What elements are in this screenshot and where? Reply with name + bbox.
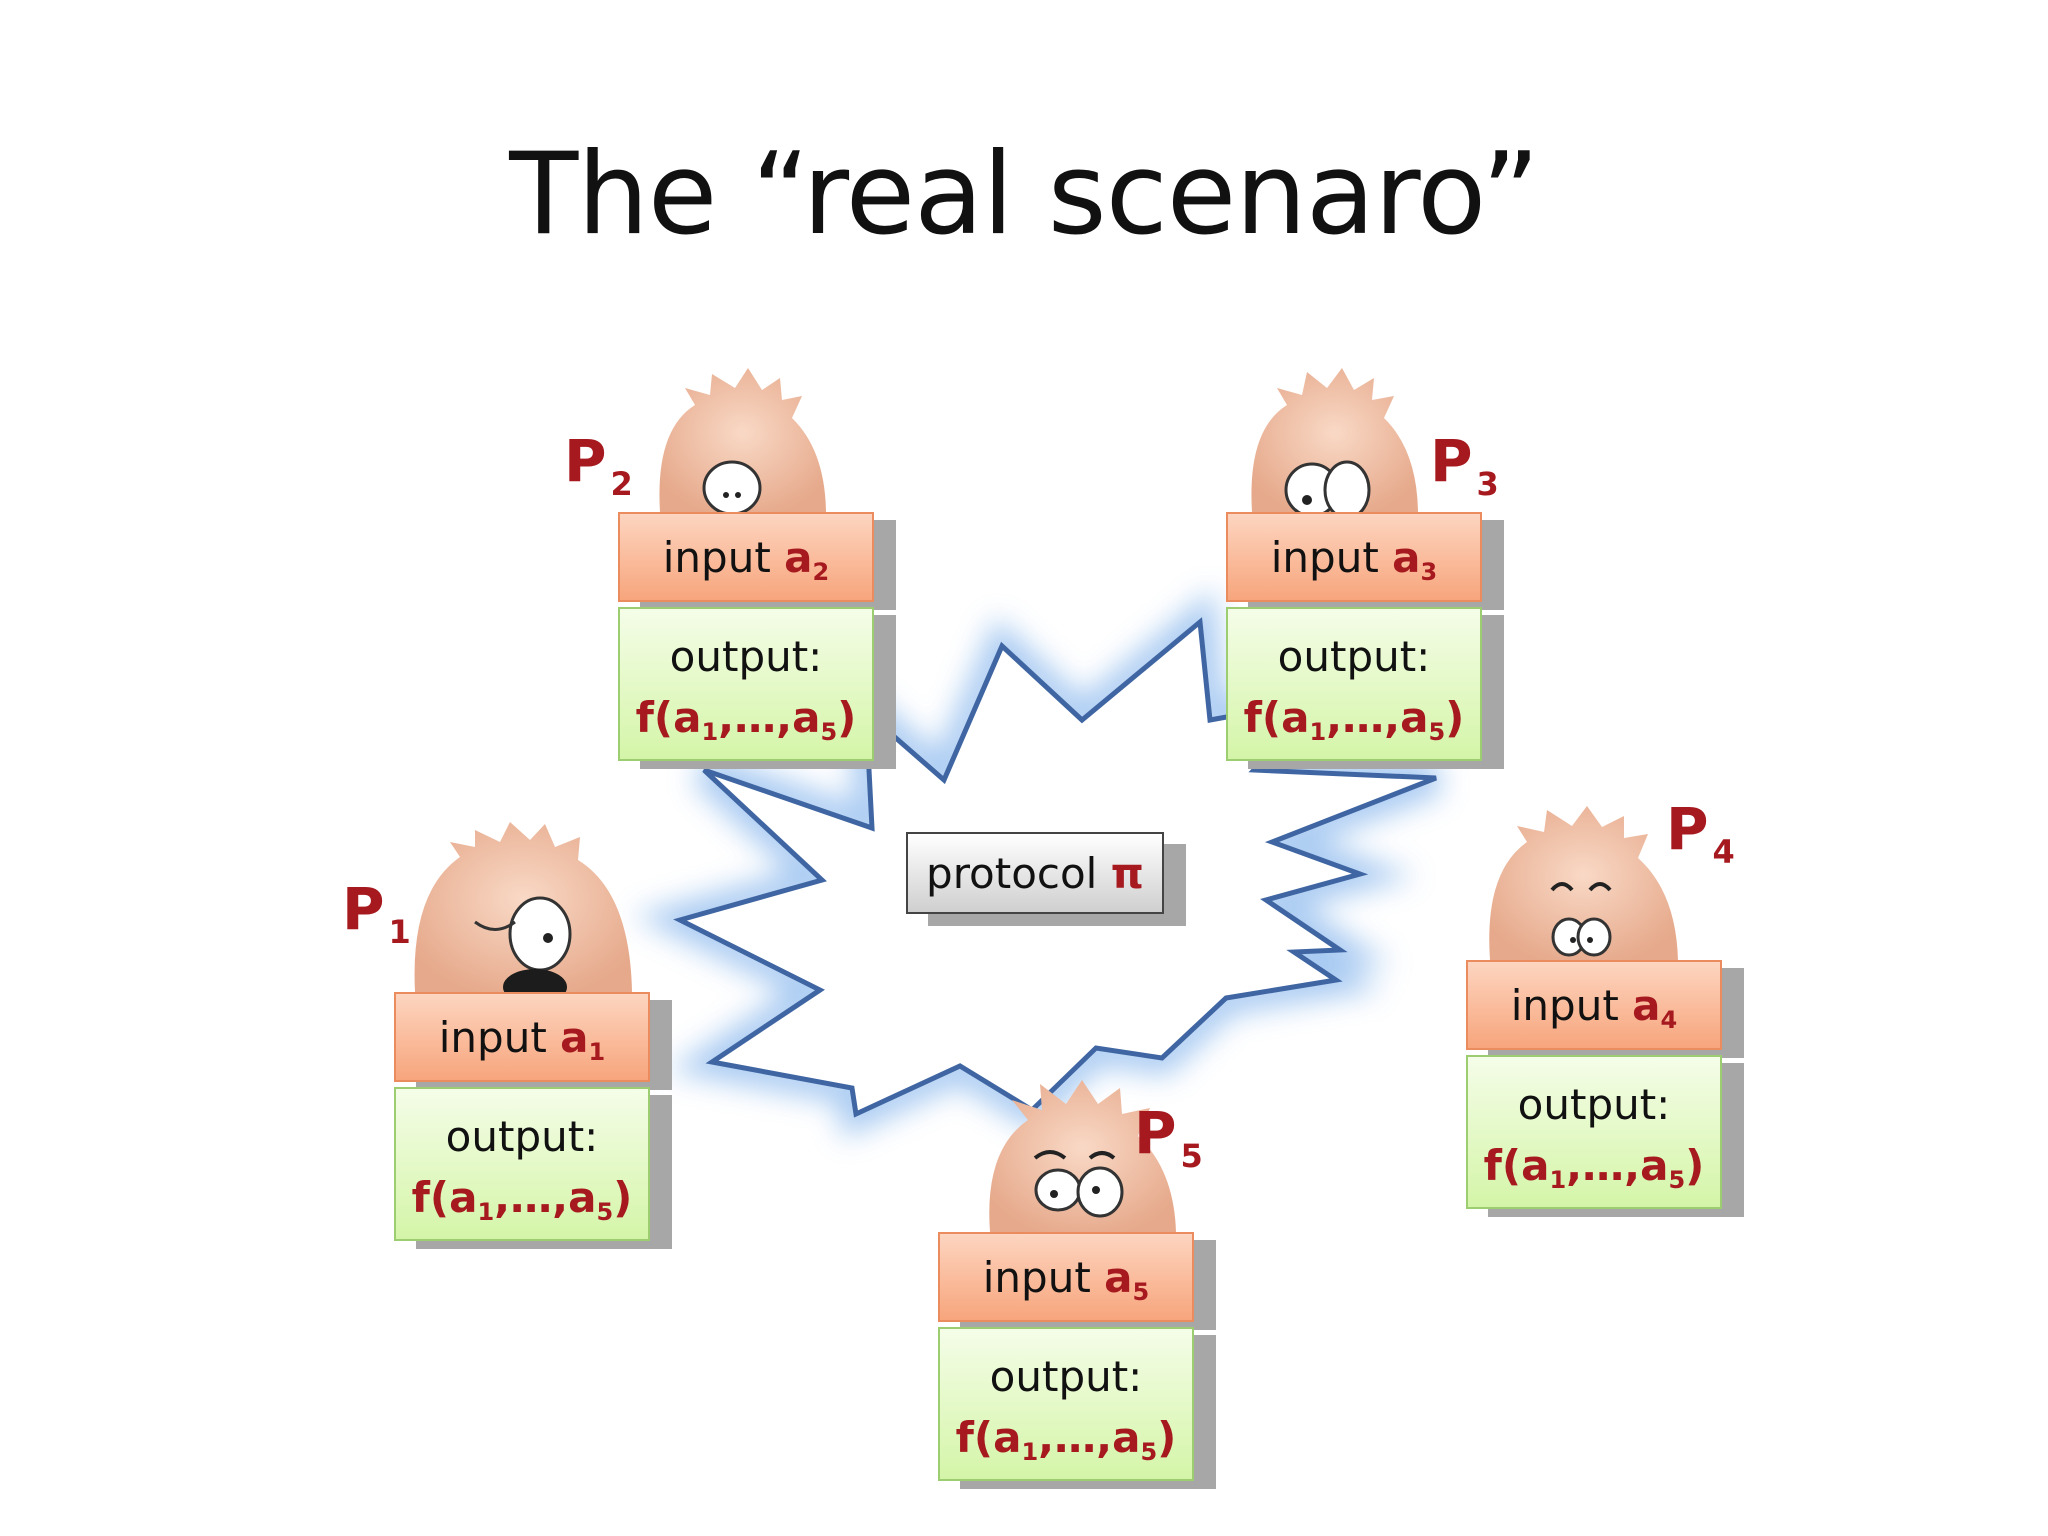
output-box-p3: output: f(a1,…,a5) [1226, 607, 1482, 761]
input-box-p4: input a4 [1466, 960, 1722, 1050]
cartoon-face-icon-p2 [659, 368, 826, 516]
cartoon-face-icon-p4 [1489, 806, 1678, 960]
output-box-p1: output: f(a1,…,a5) [394, 1087, 650, 1241]
output-box-p2: output: f(a1,…,a5) [618, 607, 874, 761]
protocol-box: protocol π [906, 832, 1164, 914]
slide-title: The “real scenaro” [509, 128, 1540, 260]
cartoon-face-icon-p3 [1251, 368, 1418, 520]
output-box-p5: output: f(a1,…,a5) [938, 1327, 1194, 1481]
cartoon-face-icon-p1 [414, 822, 632, 1005]
input-box-p5: input a5 [938, 1232, 1194, 1322]
input-box-p1: input a1 [394, 992, 650, 1082]
cartoon-face-icon-p5 [989, 1080, 1176, 1232]
output-box-p4: output: f(a1,…,a5) [1466, 1055, 1722, 1209]
input-box-p3: input a3 [1226, 512, 1482, 602]
input-box-p2: input a2 [618, 512, 874, 602]
